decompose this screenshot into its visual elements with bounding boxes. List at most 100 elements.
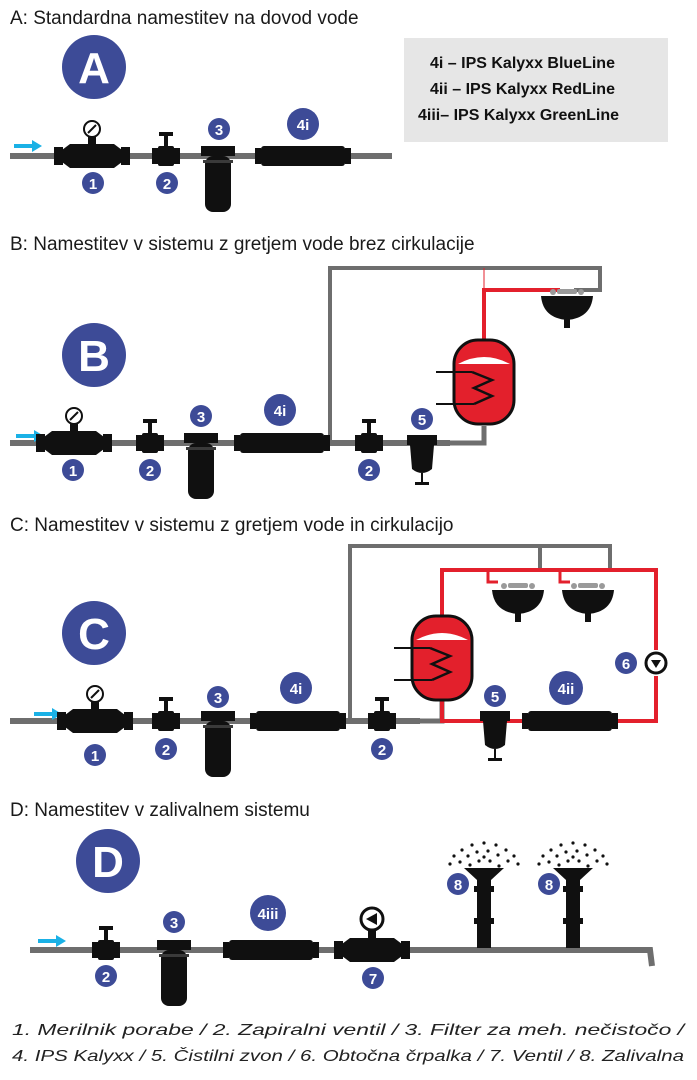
inlet-arrow-icon [14, 140, 42, 152]
marker-1: 1 [62, 459, 84, 481]
ips-kalyxx-tube-icon [522, 711, 618, 731]
marker-4i: 4i [280, 672, 312, 704]
svg-text:2: 2 [378, 742, 386, 759]
svg-text:4i: 4i [274, 403, 287, 420]
marker-1: 1 [82, 172, 104, 194]
footer-legend-line-1: 1. Merilnik porabe / 2. Zapiralni ventil… [12, 1022, 686, 1039]
section-c-markers: 1 2 3 4i 2 5 4ii 6 [84, 652, 637, 766]
water-heater-icon [434, 338, 516, 426]
shutoff-valve-icon [152, 697, 180, 731]
svg-text:5: 5 [418, 412, 426, 429]
svg-text:2: 2 [163, 176, 171, 193]
marker-5: 5 [411, 408, 433, 430]
svg-text:3: 3 [170, 915, 178, 932]
marker-4iii: 4iii [250, 895, 286, 931]
footer-legend-line-2: 4. IPS Kalyxx / 5. Čistilni zvon / 6. Ob… [12, 1046, 684, 1065]
section-d-title: D: Namestitev v zalivalnem sistemu [10, 800, 310, 821]
section-b-letter: B [78, 332, 110, 381]
sink-icon [492, 583, 544, 622]
svg-text:2: 2 [162, 742, 170, 759]
marker-8: 8 [447, 873, 469, 895]
section-a-letter: A [78, 44, 110, 93]
ips-kalyxx-tube-icon [223, 940, 319, 960]
svg-text:3: 3 [197, 409, 205, 426]
svg-text:6: 6 [622, 656, 630, 673]
svg-text:3: 3 [214, 690, 222, 707]
svg-text:2: 2 [102, 969, 110, 986]
section-c-letter: C [78, 610, 110, 659]
ips-kalyxx-tube-icon [234, 433, 330, 453]
section-b-components [16, 289, 593, 499]
svg-text:5: 5 [491, 689, 499, 706]
svg-text:1: 1 [89, 176, 97, 193]
section-b-markers: 1 2 3 4i 2 5 [62, 394, 433, 481]
svg-text:8: 8 [454, 877, 462, 894]
svg-text:2: 2 [365, 463, 373, 480]
cleaning-bell-icon [480, 711, 510, 761]
section-d-markers: 2 3 4iii 7 8 8 [95, 873, 560, 989]
marker-3: 3 [208, 118, 230, 140]
section-c-badge: C [62, 601, 126, 665]
svg-text:8: 8 [545, 877, 553, 894]
section-a-title: A: Standardna namestitev na dovod vode [10, 8, 359, 29]
svg-text:4ii: 4ii [558, 681, 575, 698]
pressure-valve-icon [333, 906, 411, 963]
marker-6: 6 [615, 652, 637, 674]
filter-housing-icon [184, 433, 218, 499]
legend-line-redline: 4ii – IPS Kalyxx RedLine [430, 81, 615, 98]
marker-2: 2 [95, 965, 117, 987]
shutoff-valve-icon [136, 419, 164, 453]
filter-housing-icon [201, 711, 235, 777]
water-meter-icon [56, 685, 134, 734]
section-d-letter: D [92, 838, 124, 887]
section-d-components [38, 841, 609, 1006]
svg-text:4iii: 4iii [258, 906, 279, 923]
water-meter-icon [35, 407, 113, 456]
shutoff-valve-icon [355, 419, 383, 453]
cleaning-bell-icon [407, 435, 437, 485]
marker-3: 3 [207, 686, 229, 708]
section-a-badge: A [62, 35, 126, 99]
legend-box: 4i – IPS Kalyxx BlueLine 4ii – IPS Kalyx… [404, 38, 668, 142]
marker-4ii: 4ii [549, 671, 583, 705]
shutoff-valve-icon [92, 926, 120, 960]
pump-icon [644, 651, 668, 675]
marker-7: 7 [362, 967, 384, 989]
marker-2: 2 [156, 172, 178, 194]
section-a-markers: 1 2 3 4i [82, 108, 319, 194]
marker-2: 2 [358, 459, 380, 481]
section-b-badge: B [62, 323, 126, 387]
section-d-badge: D [76, 829, 140, 893]
marker-2: 2 [139, 459, 161, 481]
marker-3: 3 [190, 405, 212, 427]
section-a-pipeline [10, 120, 392, 212]
svg-text:3: 3 [215, 122, 223, 139]
marker-5: 5 [484, 685, 506, 707]
marker-4i: 4i [287, 108, 319, 140]
svg-text:4i: 4i [290, 681, 303, 698]
svg-text:1: 1 [91, 748, 99, 765]
ips-kalyxx-tube-icon [255, 146, 351, 166]
svg-text:7: 7 [369, 971, 377, 988]
legend-line-greenline: 4iii– IPS Kalyxx GreenLine [418, 107, 619, 124]
marker-1: 1 [84, 744, 106, 766]
marker-4i: 4i [264, 394, 296, 426]
filter-housing-icon [157, 940, 191, 1006]
ips-kalyxx-tube-icon [250, 711, 346, 731]
marker-2: 2 [371, 738, 393, 760]
water-meter-icon [53, 120, 131, 169]
water-heater-icon [392, 614, 474, 702]
section-b-title: B: Namestitev v sistemu z gretjem vode b… [10, 234, 475, 255]
marker-2: 2 [155, 738, 177, 760]
svg-text:4i: 4i [297, 117, 310, 134]
marker-3: 3 [163, 911, 185, 933]
filter-housing-icon [201, 146, 235, 212]
svg-text:1: 1 [69, 463, 77, 480]
marker-8: 8 [538, 873, 560, 895]
shutoff-valve-icon [368, 697, 396, 731]
section-c-title: C: Namestitev v sistemu z gretjem vode i… [10, 515, 453, 536]
shutoff-valve-icon [152, 132, 180, 166]
inlet-arrow-icon [38, 935, 66, 947]
sink-icon [562, 583, 614, 622]
